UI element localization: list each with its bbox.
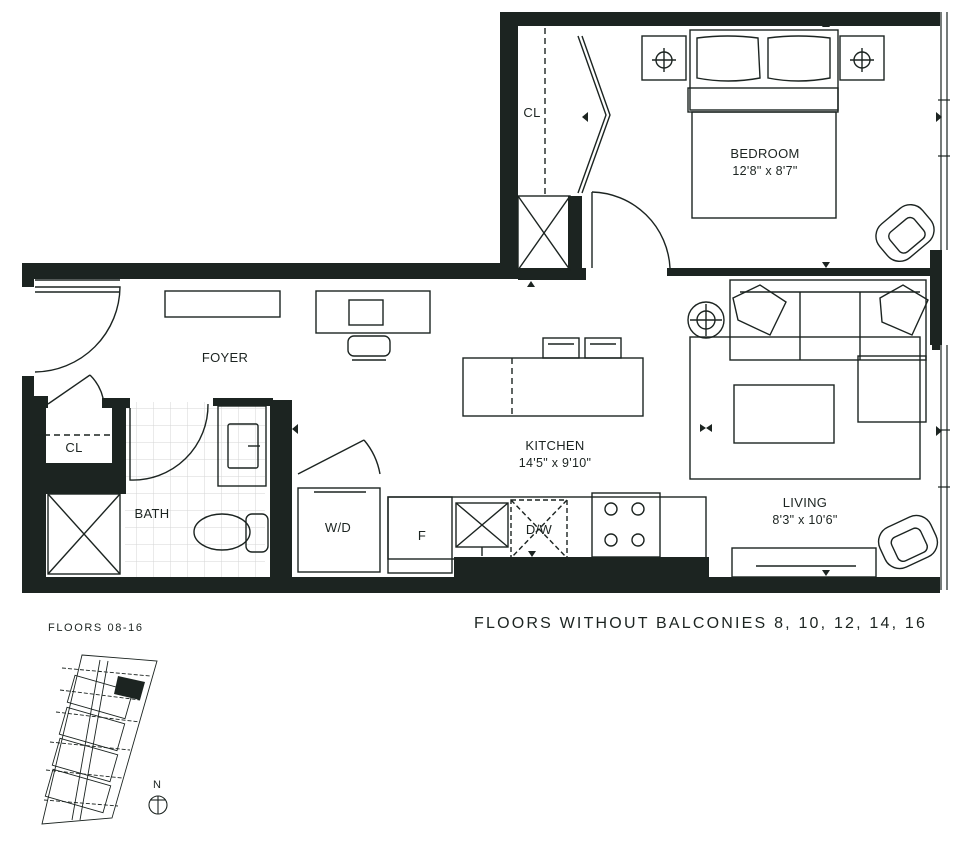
living-chair — [877, 514, 939, 570]
coffee-table — [733, 384, 835, 444]
foyer-closet-door — [47, 374, 91, 405]
no-balconies-note: FLOORS WITHOUT BALCONIES 8, 10, 12, 14, … — [474, 615, 928, 632]
desk-chair — [347, 335, 391, 361]
nightstand-right — [839, 35, 885, 81]
bath-tile-floor — [125, 402, 265, 577]
toilet — [193, 513, 269, 553]
bedroom-dims: 12'8" x 8'7" — [732, 164, 798, 178]
keyplan-icon — [41, 654, 158, 825]
sofa — [729, 279, 929, 423]
vanity — [217, 405, 267, 487]
storage-box — [517, 195, 571, 271]
bifold-door — [577, 35, 607, 194]
floors-label: FLOORS 08-16 — [48, 622, 144, 634]
entry-door — [34, 286, 121, 373]
window-east — [938, 12, 950, 590]
bedroom-label: BEDROOM — [730, 146, 800, 161]
dishwasher-label: D/W — [525, 522, 553, 537]
foyer-label: FOYER — [201, 350, 249, 365]
shower — [47, 493, 121, 575]
tv-console — [731, 547, 877, 578]
living-rug — [689, 336, 921, 480]
side-table — [687, 301, 725, 339]
keyplan-unit-highlight — [114, 676, 145, 700]
north-arrow-icon — [148, 795, 168, 815]
bar-stool-2 — [584, 337, 622, 359]
bed — [687, 29, 839, 219]
washer-dryer-label: W/D — [324, 520, 352, 535]
kitchen-dims: 14'5" x 9'10" — [518, 456, 592, 470]
bath-label: BATH — [134, 506, 170, 521]
bedroom-chair — [875, 203, 935, 263]
cooktop — [591, 492, 661, 558]
desk-monitor — [348, 299, 384, 326]
fridge — [387, 496, 453, 574]
foyer-desk — [315, 290, 431, 334]
bar-stool-1 — [542, 337, 580, 359]
washer-dryer — [297, 487, 381, 573]
fridge-label: F — [417, 528, 427, 543]
foyer-bench — [164, 290, 281, 318]
bedroom-door — [591, 191, 671, 269]
markers — [292, 21, 942, 576]
living-label: LIVING — [782, 495, 828, 510]
nightstand-left — [641, 35, 687, 81]
dishwasher — [510, 499, 568, 559]
living-dims: 8'3" x 10'6" — [772, 513, 838, 527]
kitchen-sink — [455, 502, 509, 556]
walls — [22, 12, 942, 593]
wd-door — [297, 439, 365, 475]
bath-door — [129, 403, 209, 481]
north-label: N — [153, 779, 162, 791]
closet-bedroom-label: CL — [523, 105, 541, 120]
closet-foyer-label: CL — [65, 440, 83, 455]
kitchen-label: KITCHEN — [525, 438, 585, 453]
kitchen-island — [462, 357, 644, 417]
